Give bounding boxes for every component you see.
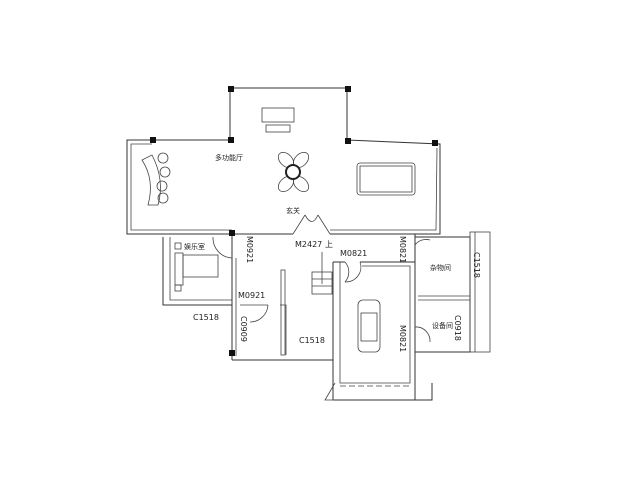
label-window-equipment: C0918 [453,315,462,341]
billiard-table [356,162,416,196]
sofa [174,242,219,292]
label-stair-up: 上 [325,240,333,249]
label-door-storage: M0821 [398,236,407,263]
columns [150,86,438,356]
label-window-lower-left-side: C0909 [239,316,248,342]
bar-counter [141,152,171,206]
walls [126,87,491,401]
label-door-left-room: M0921 [245,236,254,263]
car [357,299,381,353]
label-door-main: M2427 [295,240,322,249]
label-door-equipment: M0821 [398,325,407,352]
label-door-lower-left: M0921 [238,291,265,300]
label-left-room: 娱乐室 [184,242,205,251]
stairs [311,252,333,295]
label-hall: 多功能厅 [215,153,243,162]
label-window-lower-mid: C1518 [299,336,325,345]
label-window-storage: C1518 [472,252,481,278]
piano [261,107,295,133]
label-window-left-room: C1518 [193,313,219,322]
card-table [277,151,310,193]
label-door-garage: M0821 [340,249,367,258]
label-equipment: 设备间 [432,321,453,330]
label-entry: 玄关 [286,206,300,215]
label-storage: 杂物间 [430,263,451,272]
